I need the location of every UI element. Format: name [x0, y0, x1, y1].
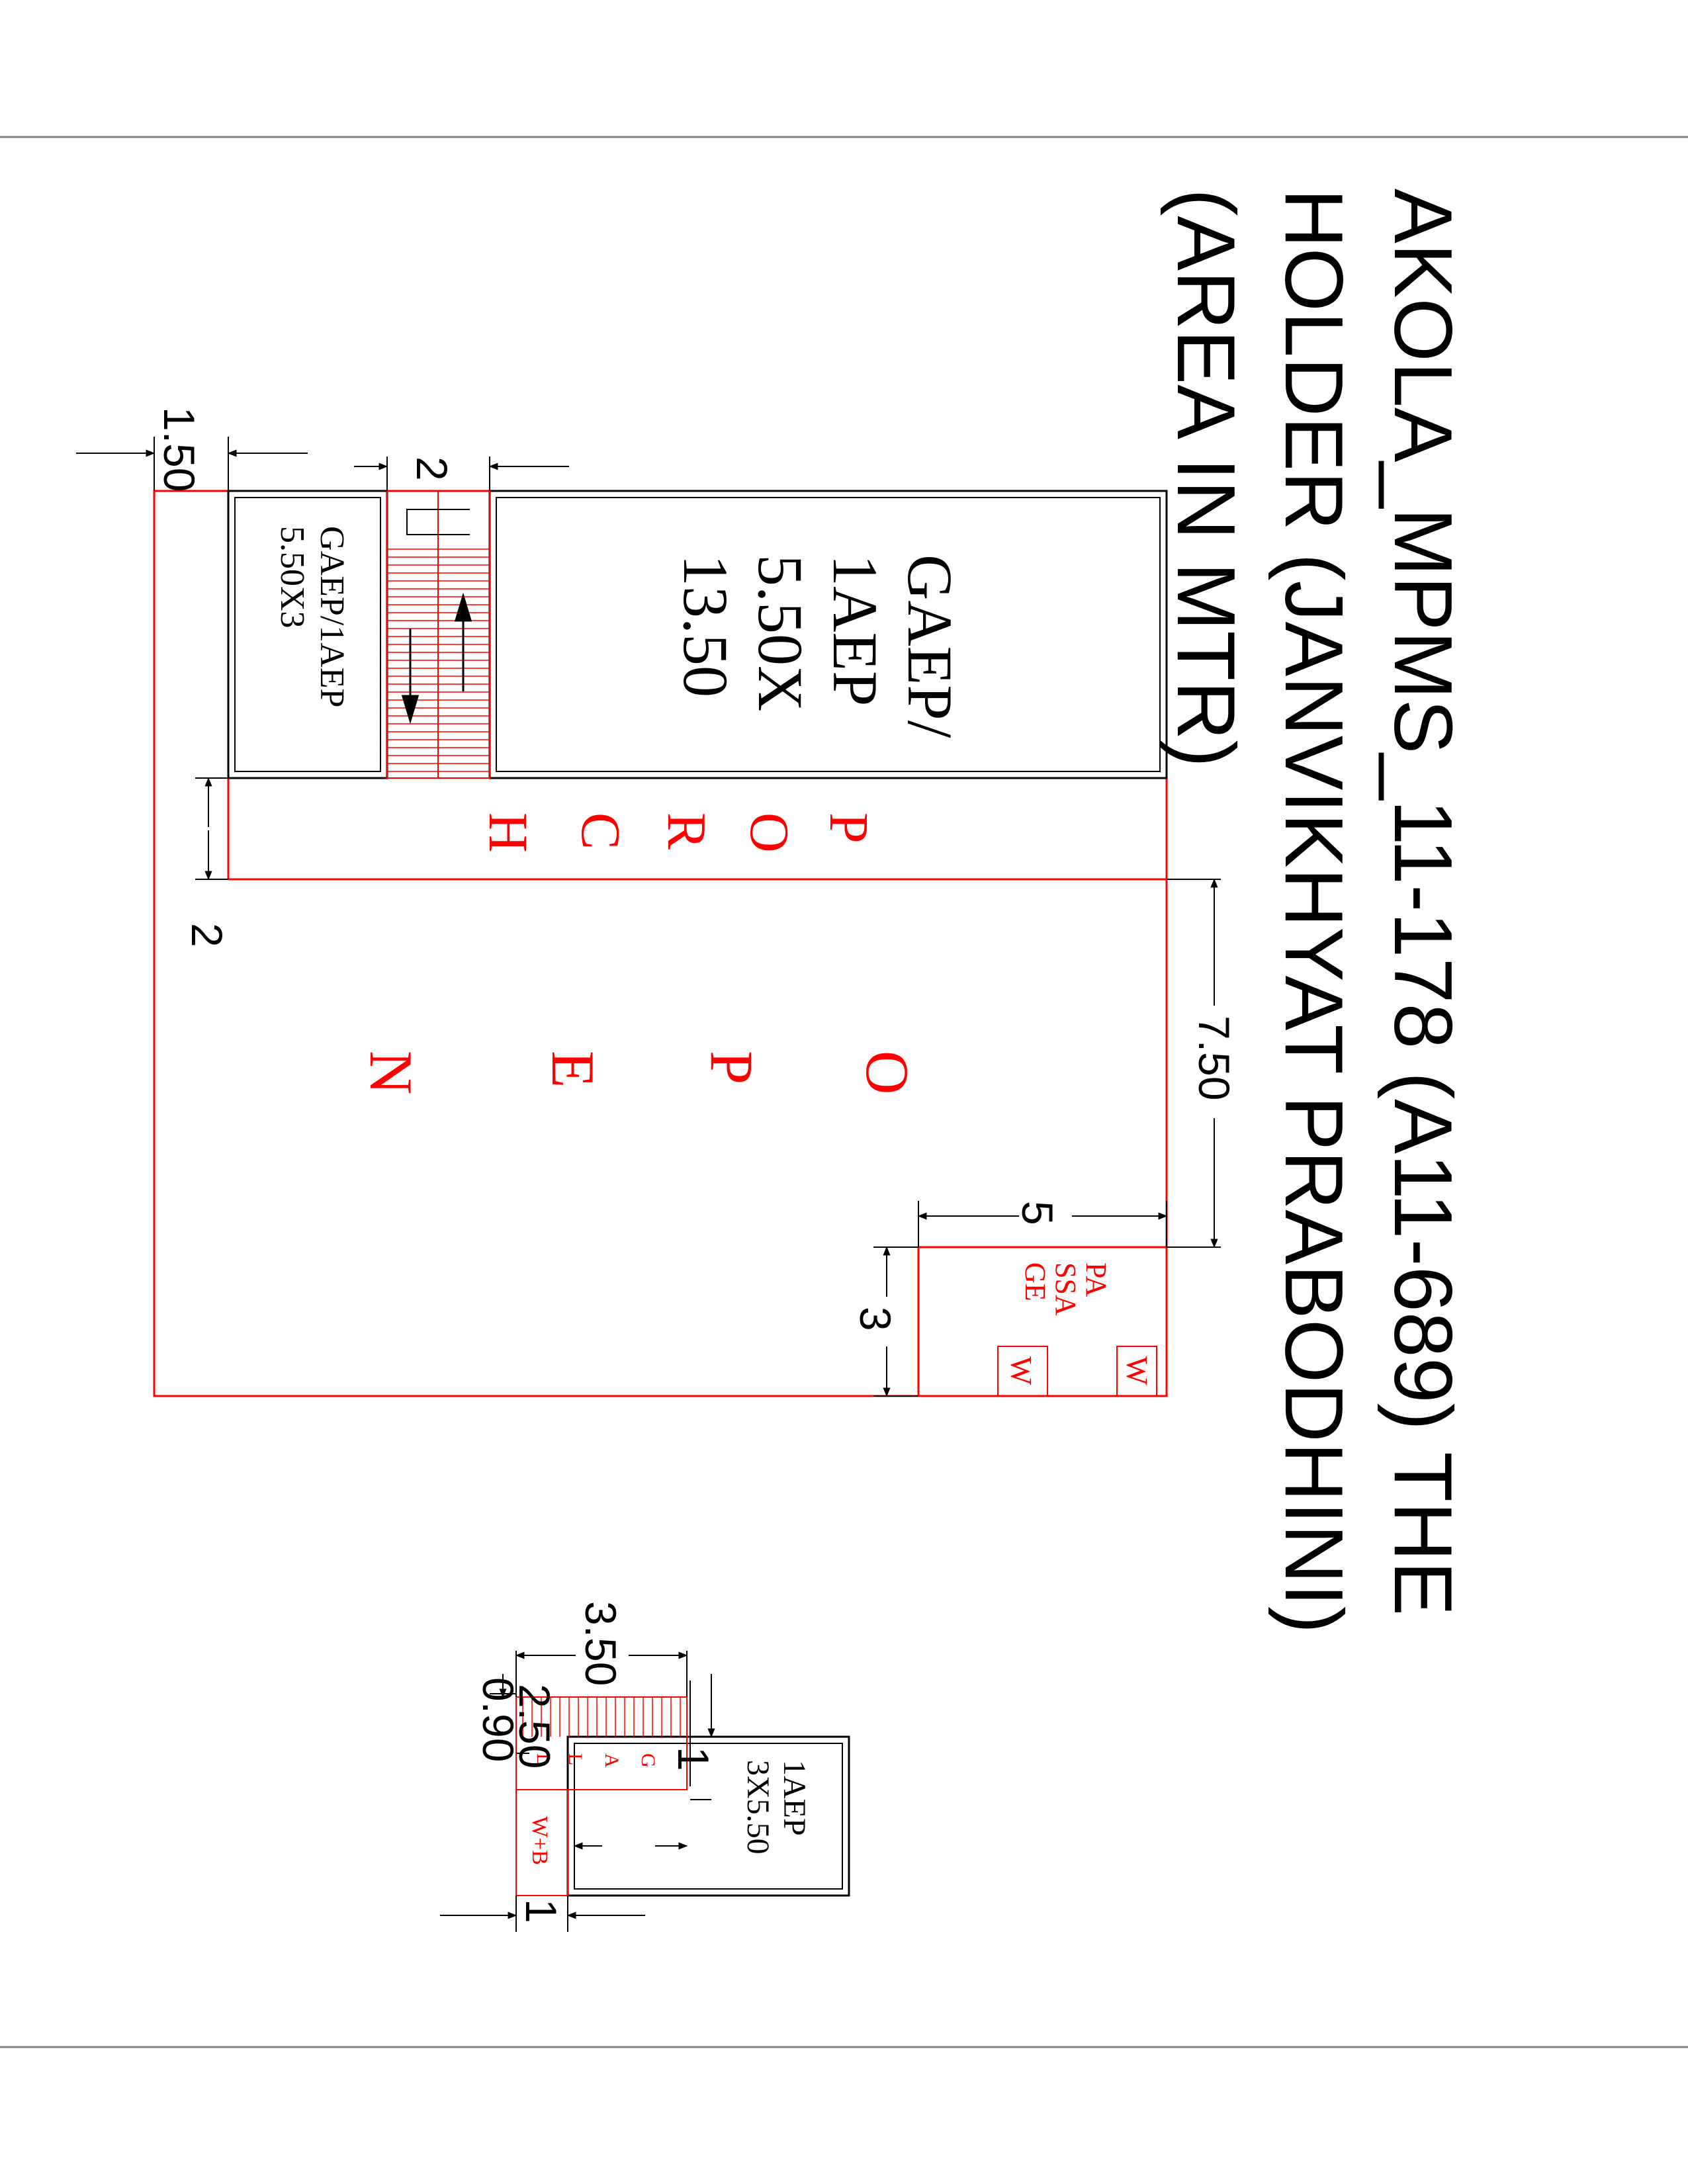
- staircase: [386, 490, 490, 779]
- wb-label: W+B: [527, 1816, 552, 1865]
- porch-letter-r: R: [656, 812, 717, 850]
- porch-letter-c: C: [570, 812, 631, 850]
- title-line-1: AKOLA_MPMS_11-178 (A11-689) THE: [1377, 189, 1468, 1616]
- room-large-text-3: 5.50X: [745, 554, 816, 711]
- room-large-label: GAEP/ 1AEP 5.50X 13.50: [670, 554, 965, 738]
- dimension-1-b: 1: [440, 1896, 645, 1932]
- porch-letter-p: P: [818, 812, 879, 844]
- upper-room-text-2: 3X5.50: [740, 1760, 776, 1855]
- upper-room-text-1: 1AEP: [777, 1760, 812, 1836]
- passage-text-3: GE: [1019, 1262, 1051, 1301]
- ground-floor-plan: GAEP/ 1AEP 5.50X 13.50 GAEP/1AEP 5.50X3 …: [76, 407, 1239, 1397]
- dimension-5: 5: [917, 1201, 1168, 1247]
- room-small-inner: [234, 497, 381, 772]
- porch-letter-h: H: [477, 812, 539, 853]
- gallery-letter-l1: L: [564, 1753, 586, 1765]
- dimension-1-50: 1.50: [76, 407, 308, 492]
- passage-text-1: PA: [1080, 1262, 1112, 1297]
- dim-label-1-50: 1.50: [155, 407, 204, 492]
- gallery-letter-a: A: [601, 1753, 623, 1768]
- dim-label-2-50: 2.50: [510, 1684, 559, 1769]
- open-letter-e: E: [539, 1051, 607, 1088]
- dim-label-5: 5: [1013, 1201, 1062, 1225]
- wb-outline: [515, 1789, 568, 1896]
- gallery-letter-g: G: [637, 1753, 659, 1768]
- room-large-text-2: 1AEP: [820, 554, 891, 706]
- dim-label-1-b: 1: [517, 1899, 566, 1923]
- dimension-1-a: 1: [669, 1674, 718, 1800]
- title-block: AKOLA_MPMS_11-178 (A11-689) THE HOLDER (…: [1160, 189, 1468, 1634]
- porch-label: P O R C H: [477, 812, 879, 853]
- dimension-0-90: 0.90: [474, 1674, 523, 1762]
- open-letter-p: P: [698, 1051, 766, 1084]
- room-large-text-4: 13.50: [670, 554, 741, 697]
- room-large-inner: [496, 497, 1161, 772]
- room-large-text-1: GAEP/: [895, 554, 965, 738]
- title-line-3: (AREA IN MTR): [1160, 189, 1251, 767]
- dimension-3: 3: [851, 1246, 918, 1397]
- dim-label-7-50: 7.50: [1190, 1016, 1239, 1100]
- wc-2-label: W: [1004, 1356, 1038, 1385]
- dimension-stair-2: 2: [354, 457, 569, 491]
- dim-label-3: 3: [851, 1307, 900, 1331]
- dim-label-porch-2: 2: [183, 923, 232, 947]
- dimension-3-50: 3.50: [515, 1601, 688, 1697]
- wc-1: [1116, 1346, 1157, 1397]
- wc-2: [997, 1346, 1048, 1397]
- passage-text-2: SSA: [1049, 1262, 1082, 1316]
- dimension-7-50: 7.50: [1167, 878, 1239, 1248]
- room-small-text-1: GAEP/1AEP: [313, 526, 351, 707]
- gallery-outline: [515, 1696, 688, 1790]
- dimension-2-50: 2.50: [510, 1684, 559, 1769]
- passage-label: PA SSA GE: [1019, 1262, 1112, 1316]
- open-label: O P E N: [357, 1051, 921, 1094]
- open-letter-n: N: [357, 1051, 425, 1094]
- title-line-2: HOLDER (JANVIKHYAT PRABODHINI): [1268, 189, 1359, 1634]
- dim-label-0-90: 0.90: [474, 1677, 523, 1762]
- dimension-porch-2: 2: [183, 777, 232, 947]
- dim-label-1-a: 1: [669, 1747, 718, 1771]
- wc-1-label: W: [1120, 1356, 1154, 1385]
- dim-label-3-50: 3.50: [576, 1601, 625, 1686]
- upper-floor-plan: 1AEP 3X5.50 G A L L W+B 3.50 0.90 2.50: [440, 1601, 850, 1932]
- porch-letter-o: O: [738, 812, 800, 853]
- upper-room-inner: [574, 1743, 843, 1890]
- dim-label-stair-2: 2: [408, 457, 457, 481]
- gallery-letter-l2: L: [533, 1753, 555, 1765]
- room-small-text-2: 5.50X3: [273, 526, 311, 629]
- open-letter-o: O: [854, 1051, 921, 1094]
